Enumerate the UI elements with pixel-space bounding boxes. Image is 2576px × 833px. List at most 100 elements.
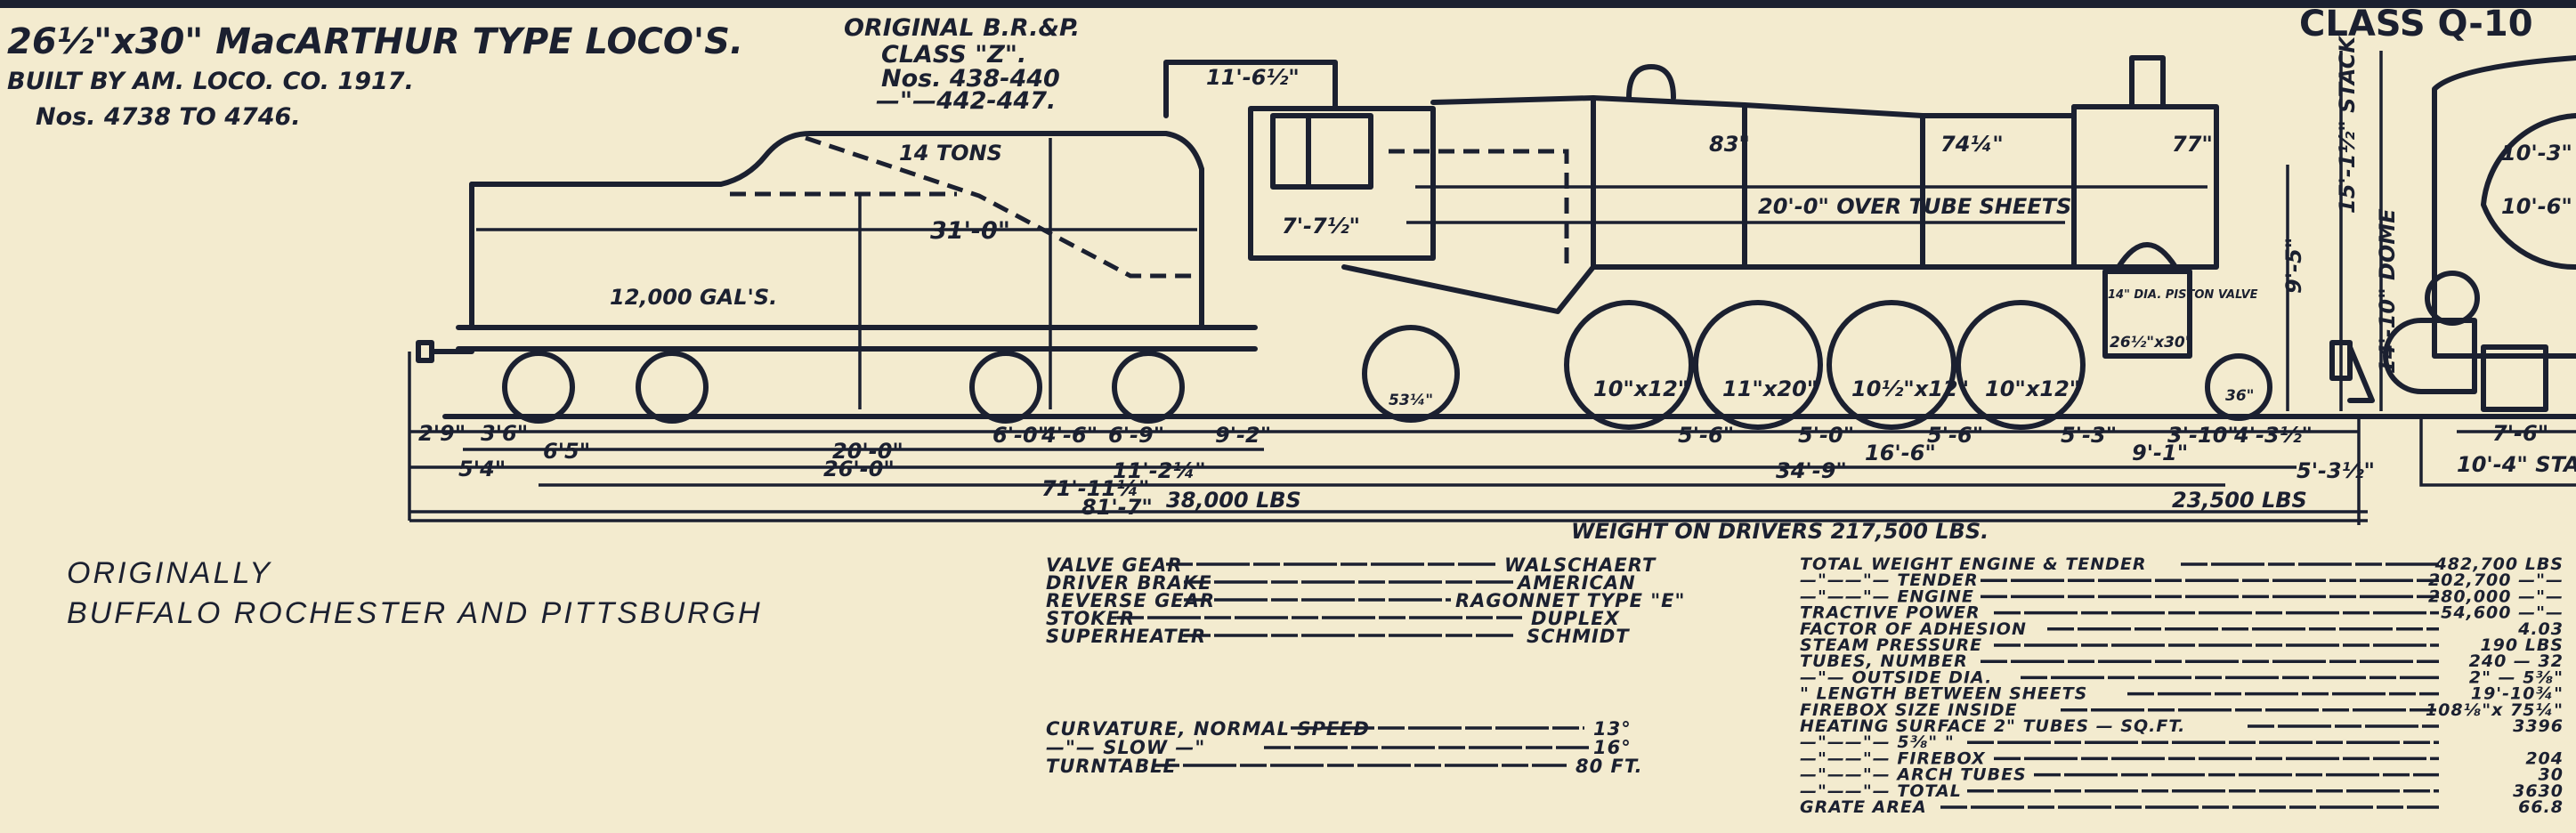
driving-wheel bbox=[1693, 300, 1823, 430]
spec-label: —"——"— TENDER bbox=[1800, 570, 1979, 590]
spec-label: —"— SLOW —" bbox=[1046, 737, 1205, 758]
spec-value: DUPLEX bbox=[1531, 608, 1621, 629]
spec-value: 202,700 —"— bbox=[2428, 570, 2564, 590]
dim-label: 9'-2" bbox=[1215, 423, 1271, 448]
dim-label: 4'-6" bbox=[1041, 423, 1098, 448]
spec-value: 108⅛"x 75¼" bbox=[2426, 700, 2564, 720]
tender-wheel bbox=[1112, 351, 1185, 424]
cab-depth: 7'-7½" bbox=[1282, 214, 1360, 239]
engine: 11'-6½" 7'-7½" 20'-0" OVER TUBE SHEETS 8… bbox=[1163, 55, 2375, 430]
dim-label: 6'-0" bbox=[992, 423, 1049, 448]
cab-height: 11'-6½" bbox=[1206, 65, 1300, 90]
dim-label: 34'-9" bbox=[1776, 458, 1847, 483]
spec-value: 66.8 bbox=[2518, 797, 2564, 817]
cylinder bbox=[2102, 269, 2192, 359]
spec-value: 190 LBS bbox=[2480, 635, 2564, 655]
dim-label: 16'-6" bbox=[1865, 441, 1936, 465]
dome bbox=[1626, 64, 1676, 101]
weight-label: 38,000 LBS bbox=[1166, 488, 1301, 513]
spec-label: CURVATURE, NORMAL SPEED bbox=[1046, 718, 1370, 740]
spec-label: —"——"— ENGINE bbox=[1800, 586, 1974, 606]
tender: 14 TONS 31'-0" 12,000 GAL'S. bbox=[416, 131, 1258, 424]
spec-value: 80 FT. bbox=[1576, 756, 1643, 777]
spec-label: TRACTIVE POWER bbox=[1800, 603, 1981, 623]
front-dim-c: 7'-6" bbox=[2492, 421, 2548, 446]
spec-label: TURNTABLE bbox=[1046, 756, 1177, 777]
original-road: ORIGINAL B.R.&P. bbox=[844, 14, 1080, 42]
front-view: 10'-3" 10'-6" 7'-6" 10'-4" STACK bbox=[2383, 55, 2576, 487]
spec-value: SCHMIDT bbox=[1527, 626, 1630, 647]
dim-label: 20'-0" bbox=[832, 439, 903, 464]
spec-value: 204 bbox=[2525, 748, 2564, 768]
center-height: 9'-5" bbox=[2281, 238, 2306, 294]
dim-label: 81'-7" bbox=[1081, 495, 1153, 520]
spec-value: 482,700 LBS bbox=[2434, 554, 2564, 574]
original-numbers-2: —"—442-447. bbox=[876, 87, 1056, 115]
spec-label: REVERSE GEAR bbox=[1046, 590, 1215, 611]
spec-label: GRATE AREA bbox=[1800, 797, 1927, 817]
coal-capacity: 14 TONS bbox=[899, 141, 1002, 166]
tender-wheel bbox=[636, 351, 709, 424]
driving-wheel bbox=[1564, 300, 1694, 430]
driving-wheel bbox=[1956, 300, 2086, 430]
tube-length: 20'-0" OVER TUBE SHEETS bbox=[1758, 194, 2071, 219]
tender-wheel bbox=[502, 351, 575, 424]
dimension-labels: 2'9" 3'6" 6'5" 5'4" 20'-0" 26'-0" 6'-0" … bbox=[418, 421, 2375, 520]
piston-valve: 14" DIA. PISTON VALVE bbox=[2108, 288, 2258, 302]
original-numbers-1: Nos. 438-440 bbox=[881, 65, 1060, 93]
spec-value: 30 bbox=[2539, 765, 2564, 785]
front-dim-d: 10'-4" STACK bbox=[2457, 452, 2576, 477]
dim-label: 6'5" bbox=[543, 439, 590, 464]
spec-label: —"——"— ARCH TUBES bbox=[1800, 765, 2027, 785]
title: 26½"x30" MacARTHUR TYPE LOCO'S. bbox=[7, 21, 743, 62]
spec-label: FACTOR OF ADHESION bbox=[1800, 619, 2027, 639]
spec-label: " LENGTH BETWEEN SHEETS bbox=[1800, 684, 2087, 704]
spec-label: HEATING SURFACE 2" TUBES — SQ.FT. bbox=[1800, 716, 2185, 736]
spec-value: 3630 bbox=[2513, 781, 2564, 801]
spec-value: RAGONNET TYPE "E" bbox=[1455, 590, 1685, 611]
spec-value: 3396 bbox=[2513, 716, 2564, 736]
water-capacity: 12,000 GAL'S. bbox=[610, 285, 777, 310]
spec-label: —"——"— TOTAL bbox=[1800, 781, 1962, 801]
spec-value: 13° bbox=[1593, 718, 1632, 740]
tender-length: 31'-0" bbox=[930, 217, 1010, 245]
spec-value: 19'-10¾" bbox=[2471, 684, 2564, 704]
dim-label: 6'-9" bbox=[1108, 423, 1164, 448]
spec-value: 240 — 32 bbox=[2469, 651, 2564, 671]
original-class: CLASS "Z". bbox=[881, 41, 1026, 69]
dim-label: 11'-2¼" bbox=[1113, 458, 1206, 483]
dim-label: 5'-6" bbox=[1927, 423, 1983, 448]
front-dim-a: 10'-3" bbox=[2501, 141, 2572, 166]
spec-label: STEAM PRESSURE bbox=[1800, 635, 1982, 655]
dim-label: 5'4" bbox=[458, 457, 506, 481]
pilot-wheel-size: 36" bbox=[2225, 387, 2255, 405]
note-originally: ORIGINALLY bbox=[67, 556, 272, 590]
dim-label: 3'-10" bbox=[2167, 423, 2239, 448]
tender-wheel bbox=[969, 351, 1042, 424]
note-railroad: BUFFALO ROCHESTER AND PITTSBURGH bbox=[67, 596, 763, 630]
class-label: CLASS Q-10 bbox=[2299, 4, 2533, 44]
journal-2: 11"x20" bbox=[1722, 376, 1818, 401]
dimension-lines bbox=[408, 352, 2368, 525]
dim-label: 5'-3½" bbox=[2297, 458, 2375, 483]
dim-label: 3'6" bbox=[481, 421, 528, 446]
road-numbers: Nos. 4738 TO 4746. bbox=[36, 103, 301, 131]
journal-1: 10"x12" bbox=[1593, 376, 1689, 401]
spec-label: —"——"— FIREBOX bbox=[1800, 748, 1986, 768]
spec-value: 16° bbox=[1593, 737, 1632, 758]
builder: BUILT BY AM. LOCO. CO. 1917. bbox=[7, 68, 414, 95]
smokestack bbox=[2071, 55, 2219, 270]
spec-label: TUBES, NUMBER bbox=[1800, 651, 1968, 671]
weight-label: 23,500 LBS bbox=[2172, 488, 2307, 513]
boiler-diameter-2: 74¼" bbox=[1940, 132, 2004, 157]
curvature-specs: CURVATURE, NORMAL SPEED 13° —"— SLOW —" … bbox=[1046, 718, 1643, 777]
spec-label: VALVE GEAR bbox=[1046, 554, 1182, 576]
weight-on-drivers: WEIGHT ON DRIVERS 217,500 LBS. bbox=[1571, 519, 1989, 544]
spec-label: STOKER bbox=[1046, 608, 1135, 629]
spec-label: FIREBOX SIZE INSIDE bbox=[1800, 700, 2017, 720]
dim-label: 4'-3½" bbox=[2233, 423, 2313, 448]
dim-label: 5'-6" bbox=[1678, 423, 1734, 448]
spec-label: —"— OUTSIDE DIA. bbox=[1800, 667, 1992, 687]
